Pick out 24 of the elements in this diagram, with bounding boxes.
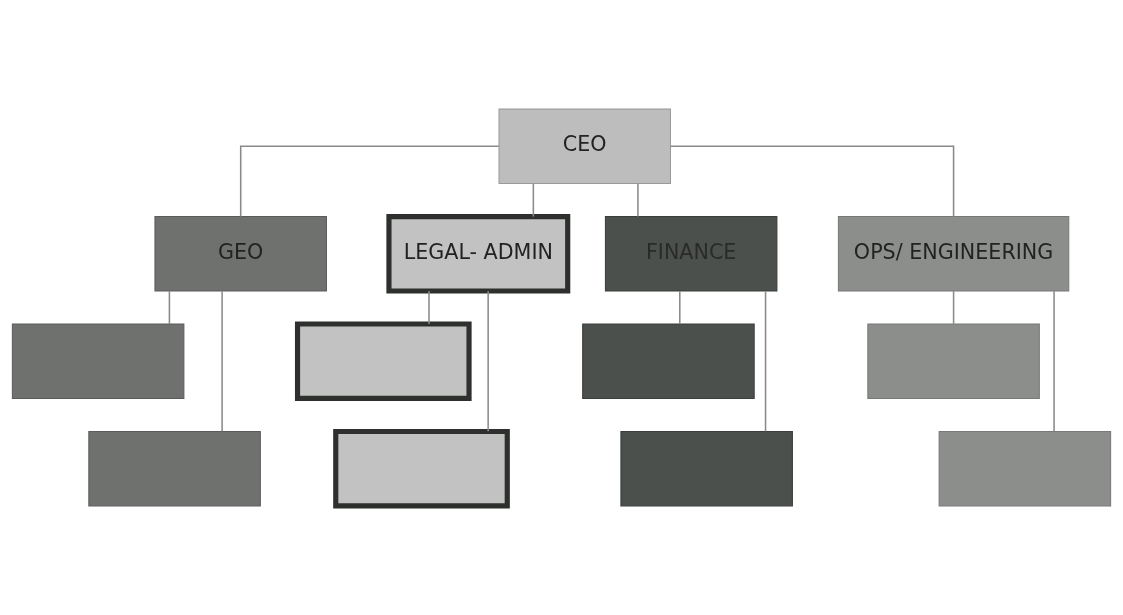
- connector: [1053, 290, 1055, 433]
- node-box: [333, 428, 510, 509]
- node-box: [11, 323, 185, 399]
- node-box: [620, 430, 793, 507]
- connector: [239, 145, 500, 218]
- node-box: [938, 430, 1112, 507]
- connector: [428, 290, 430, 325]
- connector: [637, 182, 639, 218]
- node-box: OPS/ ENGINEERING: [837, 216, 1070, 292]
- node-box: [582, 323, 755, 399]
- node-box: GEO: [154, 216, 327, 292]
- connector: [168, 290, 171, 325]
- node-box: LEGAL- ADMIN: [386, 214, 571, 294]
- connector: [221, 290, 223, 433]
- connector: [952, 290, 955, 325]
- connector: [532, 182, 535, 218]
- node-box: [88, 430, 261, 507]
- node-box: [867, 323, 1040, 399]
- node-box: CEO: [498, 108, 671, 185]
- connector: [679, 290, 681, 325]
- node-box: [294, 321, 472, 401]
- connector: [764, 290, 767, 433]
- connector: [487, 290, 489, 433]
- connector: [670, 145, 955, 218]
